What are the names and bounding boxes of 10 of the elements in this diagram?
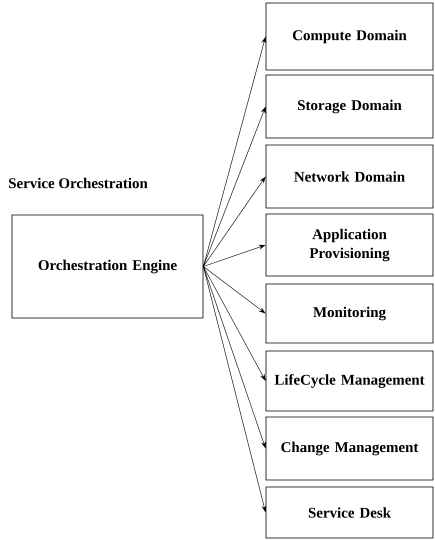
process-box: Service Desk <box>266 486 434 538</box>
process-box: Compute Domain <box>266 2 434 70</box>
process-box: Storage Domain <box>266 74 434 138</box>
process-box: Change Management <box>266 416 434 480</box>
diagram-title: Service Orchestration <box>9 178 148 188</box>
process-box: Orchestration Engine <box>12 214 204 318</box>
process-box: LifeCycle Management <box>266 350 434 412</box>
process-box: Application Provisioning <box>266 214 434 276</box>
process-box: Monitoring <box>266 284 434 344</box>
process-box: Network Domain <box>266 144 434 208</box>
